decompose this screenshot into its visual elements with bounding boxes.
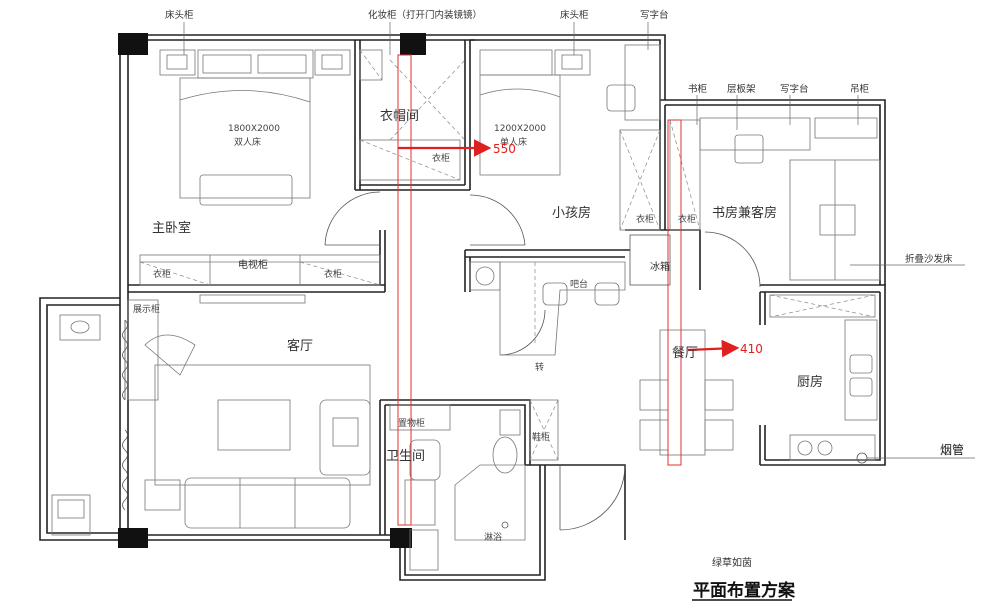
room-bathroom: 卫生间	[386, 449, 425, 464]
label-fold-sofa-bed: 折叠沙发床	[905, 253, 953, 265]
cloakroom-furniture	[359, 49, 466, 181]
label-display-cabinet: 展示柜	[133, 303, 160, 315]
label-wardrobe-a: 衣柜	[153, 268, 171, 280]
label-green: 绿草如茵	[712, 556, 752, 569]
balcony	[39, 297, 120, 541]
living-furniture	[122, 294, 371, 529]
label-fridge: 冰箱	[650, 260, 670, 273]
label-desk-top: 写字台	[640, 9, 669, 21]
room-master-bedroom: 主卧室	[152, 220, 191, 236]
label-wardrobe-b: 衣柜	[324, 268, 342, 280]
label-storage: 置物柜	[398, 417, 425, 429]
label-shoe-cabinet: 鞋柜	[532, 431, 550, 443]
dimension-dining: 410	[740, 342, 763, 356]
label-shower: 淋浴	[484, 531, 502, 543]
dimension-cloak: 550	[493, 142, 516, 156]
master-furniture	[139, 49, 381, 286]
door-swings	[324, 191, 761, 531]
bed-size-single: 1200X2000	[494, 124, 546, 134]
kids-furniture	[479, 44, 661, 231]
label-hanging-cabinet: 吊柜	[850, 83, 870, 95]
red-highlights	[397, 54, 740, 526]
label-wardrobe-cloak: 衣柜	[432, 152, 450, 164]
bed-single-label: 单人床	[500, 136, 527, 148]
bathroom-furniture	[389, 399, 559, 571]
plan-title: 平面布置方案	[693, 580, 796, 601]
study-furniture	[669, 117, 881, 281]
leader-lines	[183, 22, 965, 266]
room-study-guest: 书房兼客房	[712, 205, 777, 221]
label-chimney: 烟管	[940, 442, 964, 457]
bed-size-double: 1800X2000	[228, 124, 280, 134]
kitchen-furniture	[769, 294, 975, 464]
label-bedside-right: 床头柜	[560, 9, 589, 21]
label-vanity: 化妆柜（打开门内装镜镜）	[368, 9, 482, 21]
label-wardrobe-study: 衣柜	[678, 213, 696, 225]
bed-double-label: 双人床	[234, 136, 261, 148]
label-shelf: 层板架	[727, 83, 756, 95]
room-cloakroom: 衣帽间	[380, 108, 419, 124]
label-desk-study: 写字台	[780, 83, 809, 95]
label-tv-cabinet: 电视柜	[238, 258, 268, 271]
label-bedside-left: 床头柜	[165, 9, 194, 21]
room-living: 客厅	[287, 338, 313, 354]
room-kitchen: 厨房	[797, 374, 823, 390]
columns	[118, 33, 426, 548]
label-bar: 吧台	[570, 278, 588, 290]
bar-furniture	[469, 261, 626, 356]
outer-walls	[119, 34, 886, 581]
room-restaurant: 餐厅	[672, 345, 698, 361]
room-kids: 小孩房	[552, 205, 591, 221]
label-wardrobe-kids: 衣柜	[636, 213, 654, 225]
label-bookcase: 书柜	[688, 83, 708, 95]
label-turn: 转	[535, 361, 544, 373]
